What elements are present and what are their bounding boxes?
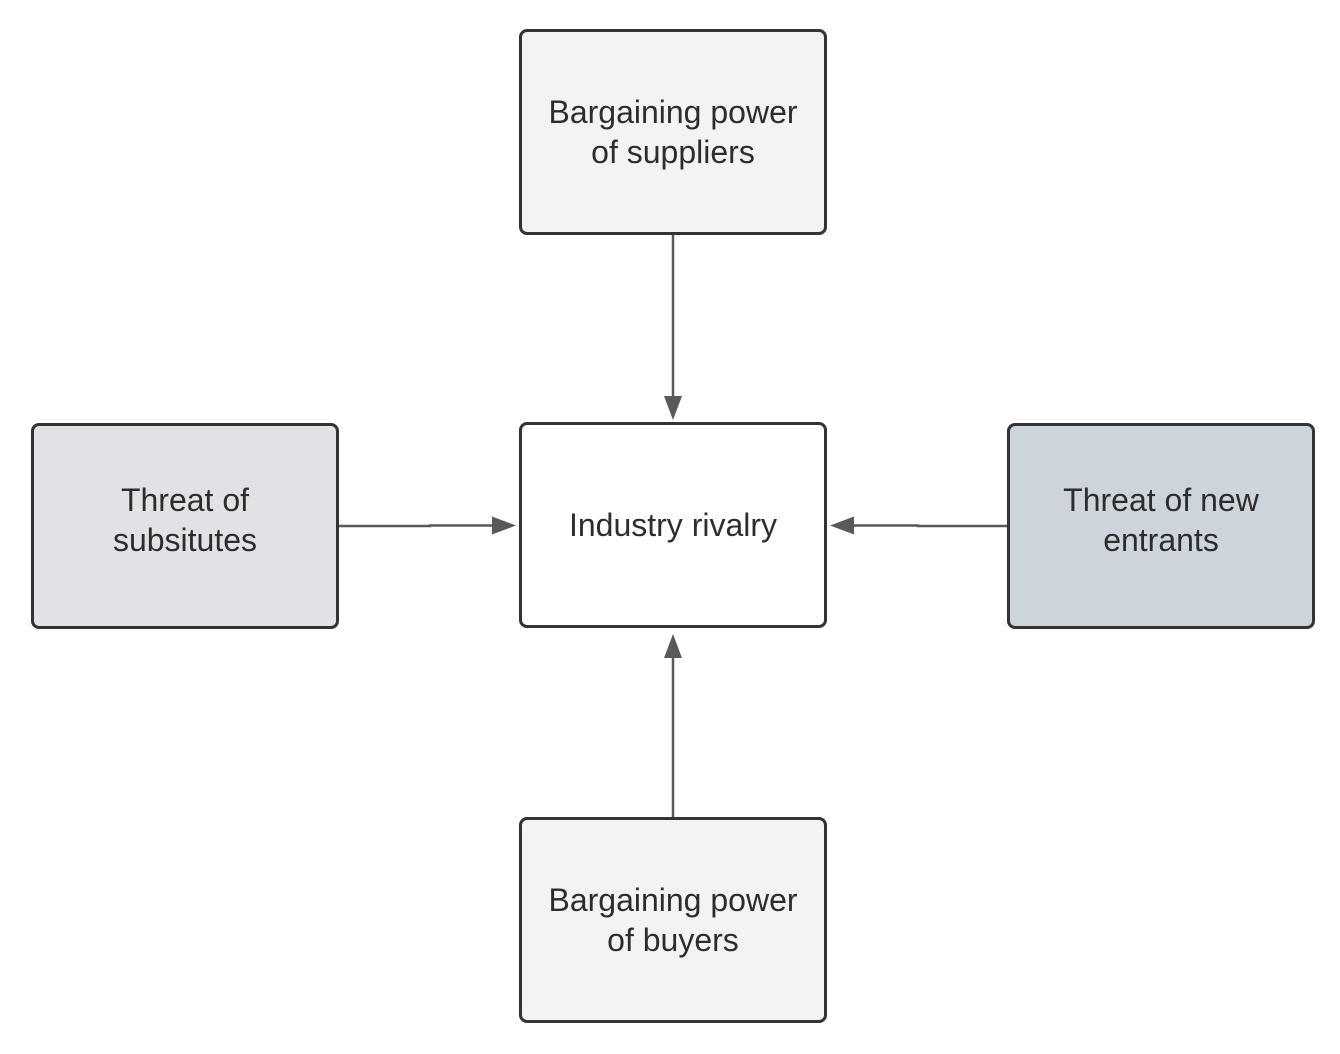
node-industry-rivalry[interactable]: Industry rivalry (519, 422, 827, 628)
node-label: Threat of subsitutes (112, 482, 258, 558)
connector-buyers-to-rivalry (664, 634, 682, 817)
connector-line (339, 524, 494, 528)
connector-line (852, 524, 1007, 528)
node-label: Bargaining power of buyers (548, 882, 798, 958)
connector-suppliers-to-rivalry (664, 235, 682, 420)
node-bargaining-power-buyers[interactable]: Bargaining power of buyers (519, 817, 827, 1023)
node-threat-of-new-entrants[interactable]: Threat of new entrants (1007, 423, 1315, 629)
node-threat-of-substitutes[interactable]: Threat of subsitutes (31, 423, 339, 629)
node-label: Industry rivalry (568, 507, 778, 543)
node-bargaining-power-suppliers[interactable]: Bargaining power of suppliers (519, 29, 827, 235)
arrowhead (830, 516, 854, 535)
connector-substitutes-to-rivalry (339, 516, 516, 535)
arrowhead (492, 516, 516, 535)
node-label: Threat of new entrants (1063, 482, 1259, 558)
connector-entrants-to-rivalry (830, 516, 1007, 535)
arrowhead (664, 396, 682, 420)
arrowhead (664, 634, 682, 658)
node-label: Bargaining power of suppliers (548, 94, 798, 170)
